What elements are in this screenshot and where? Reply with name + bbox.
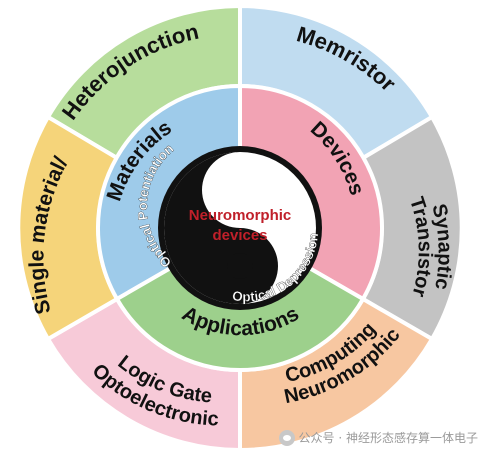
- center-title-line1: Neuromorphic: [189, 207, 292, 224]
- watermark: 公众号 · 神经形态感存算一体电子: [278, 429, 478, 446]
- center-title-line2: devices: [212, 227, 267, 244]
- watermark-text: 公众号 · 神经形态感存算一体电子: [298, 431, 478, 445]
- wechat-icon: [278, 429, 295, 446]
- yin-yang-symbol: [158, 146, 322, 310]
